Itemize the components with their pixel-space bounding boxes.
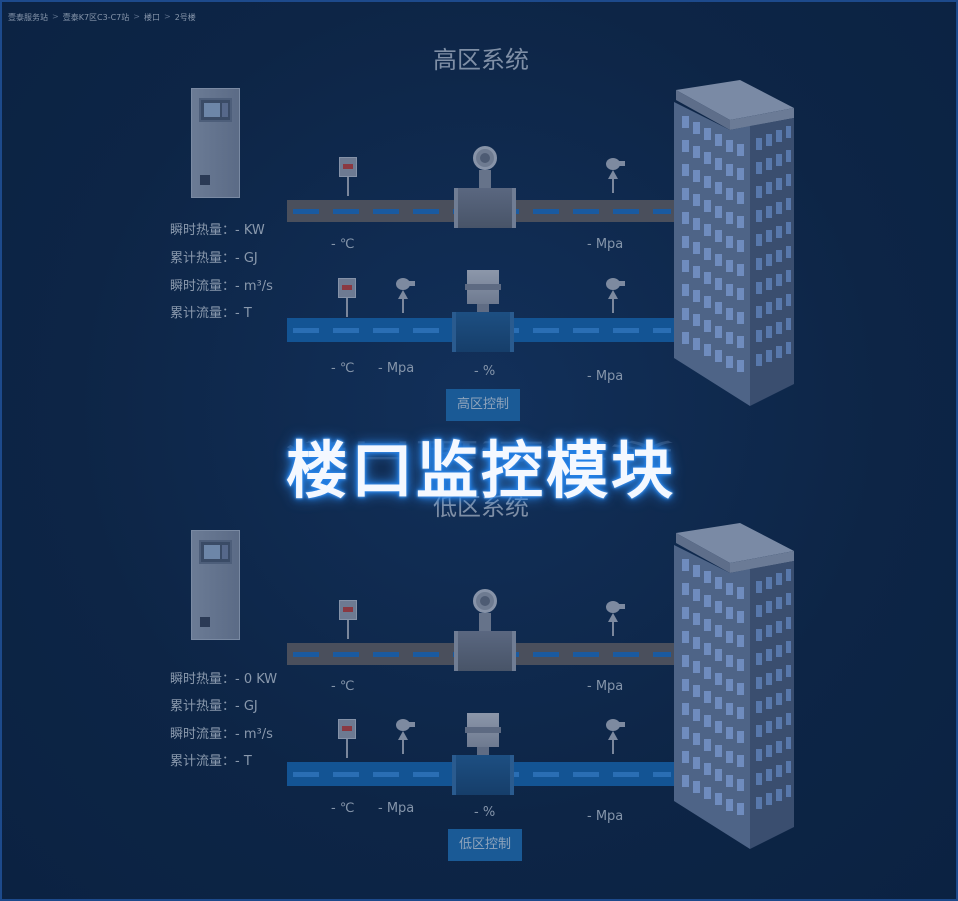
low-heat-meter[interactable] <box>454 589 516 671</box>
low-total-heat: 累计热量：- GJ <box>170 699 258 714</box>
low-valve-reading: - % <box>474 805 496 820</box>
breadcrumb-item-current: 2号楼 <box>174 13 196 22</box>
low-return-pressure-left-reading: - Mpa <box>378 801 415 816</box>
high-heat-meter[interactable] <box>454 146 516 228</box>
breadcrumb-item[interactable]: 楼口 <box>143 13 160 22</box>
cabinet-screen <box>199 540 232 564</box>
high-instant-heat: 瞬时热量：- KW <box>170 223 265 238</box>
high-zone-title: 高区系统 <box>433 46 529 74</box>
high-return-pressure-right-reading: - Mpa <box>587 369 624 384</box>
high-return-pressure-left-reading: - Mpa <box>378 361 415 376</box>
low-valve[interactable] <box>452 713 514 795</box>
low-supply-pressure-reading: - Mpa <box>587 679 624 694</box>
high-total-heat: 累计热量：- GJ <box>170 251 258 266</box>
low-total-flow: 累计流量：- T <box>170 754 252 769</box>
breadcrumb-separator: > <box>133 12 140 21</box>
breadcrumb-separator: > <box>52 12 59 21</box>
breadcrumb-item[interactable]: 壹泰K7区C3-C7站 <box>62 13 130 22</box>
cabinet-screen <box>199 98 232 122</box>
low-building-illustration <box>674 523 794 849</box>
low-return-pressure-sensor-left[interactable] <box>395 719 415 754</box>
high-supply-pressure-reading: - Mpa <box>587 237 624 252</box>
breadcrumb-separator: > <box>163 12 171 21</box>
high-return-temp-reading: - ℃ <box>331 361 355 376</box>
high-valve-reading: - % <box>474 364 496 379</box>
breadcrumb-item[interactable]: 壹泰服务站 <box>8 13 48 22</box>
high-return-temp-sensor[interactable] <box>338 278 356 317</box>
cabinet-knob <box>200 617 210 627</box>
high-supply-temp-reading: - ℃ <box>331 237 355 252</box>
cabinet-knob <box>200 175 210 185</box>
low-return-pressure-right-reading: - Mpa <box>587 809 624 824</box>
breadcrumb: 壹泰服务站 > 壹泰K7区C3-C7站 > 楼口 > 2号楼 <box>8 12 196 23</box>
high-instant-flow: 瞬时流量：- m³/s <box>170 279 273 294</box>
low-supply-temp-sensor[interactable] <box>339 600 357 639</box>
low-zone-title: 低区系统 <box>433 493 529 521</box>
low-supply-temp-reading: - ℃ <box>331 679 355 694</box>
low-control-cabinet <box>191 530 240 640</box>
low-supply-pressure-sensor[interactable] <box>605 601 625 636</box>
low-return-temp-reading: - ℃ <box>331 801 355 816</box>
high-return-pressure-sensor-right[interactable] <box>605 278 625 313</box>
high-valve[interactable] <box>452 270 514 352</box>
high-control-button[interactable]: 高区控制 <box>446 389 520 421</box>
low-instant-flow: 瞬时流量：- m³/s <box>170 727 273 742</box>
high-total-flow: 累计流量：- T <box>170 306 252 321</box>
low-instant-heat: 瞬时热量：- 0 KW <box>170 672 278 687</box>
low-return-pressure-sensor-right[interactable] <box>605 719 625 754</box>
high-return-pressure-sensor-left[interactable] <box>395 278 415 313</box>
overlay-module-title: 楼口监控模块 <box>285 434 676 507</box>
high-building-illustration <box>674 80 794 406</box>
high-supply-temp-sensor[interactable] <box>339 157 357 196</box>
low-control-button[interactable]: 低区控制 <box>448 829 522 861</box>
high-control-cabinet <box>191 88 240 198</box>
high-supply-pressure-sensor[interactable] <box>605 158 625 193</box>
low-return-temp-sensor[interactable] <box>338 719 356 758</box>
